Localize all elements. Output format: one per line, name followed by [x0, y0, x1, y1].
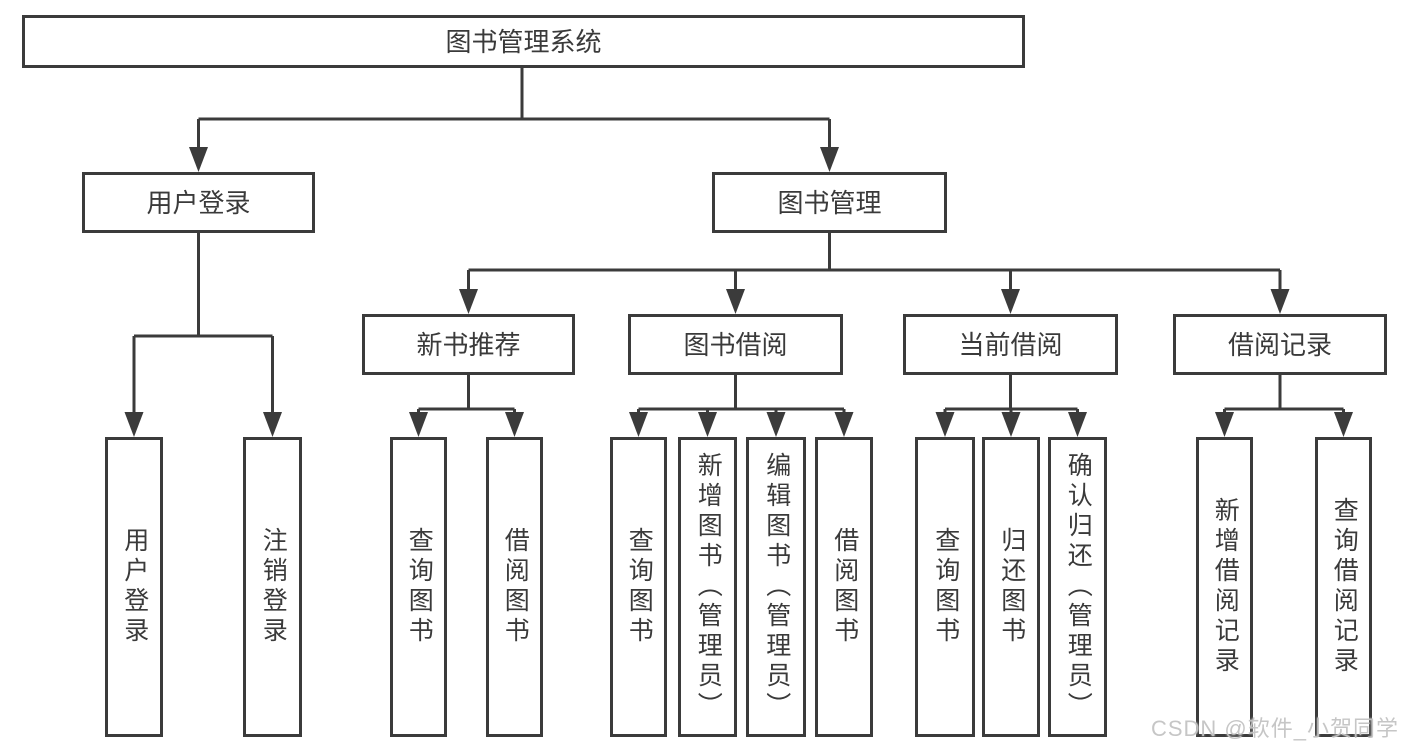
node-label: 确认归还（管理员）	[1064, 452, 1093, 722]
leaf-current-confirm-return-admin: 确认归还（管理员）	[1048, 437, 1107, 737]
leaf-borrow-add-books-admin: 新增图书（管理员）	[678, 437, 737, 737]
node-library-management-system: 图书管理系统	[22, 15, 1025, 68]
node-label: 归还图书	[997, 527, 1026, 647]
node-label: 查询图书	[625, 527, 654, 647]
node-label: 查询图书	[405, 527, 434, 647]
node-label: 新增图书（管理员）	[694, 452, 723, 722]
node-current-borrowing: 当前借阅	[903, 314, 1118, 375]
leaf-records-add-record: 新增借阅记录	[1196, 437, 1253, 737]
node-borrowing-records: 借阅记录	[1173, 314, 1387, 375]
leaf-recommend-query-books: 查询图书	[390, 437, 447, 737]
leaf-logout: 注销登录	[243, 437, 302, 737]
leaf-borrow-query-books: 查询图书	[610, 437, 667, 737]
csdn-watermark: CSDN @软件_小贺同学	[1150, 716, 1399, 741]
leaf-borrow-borrow-books: 借阅图书	[815, 437, 873, 737]
node-book-management: 图书管理	[712, 172, 947, 233]
leaf-recommend-borrow-books: 借阅图书	[486, 437, 543, 737]
node-new-book-recommend: 新书推荐	[362, 314, 575, 375]
leaf-user-login: 用户登录	[105, 437, 163, 737]
leaf-records-query-record: 查询借阅记录	[1315, 437, 1372, 737]
leaf-current-return-books: 归还图书	[982, 437, 1040, 737]
node-label: 查询借阅记录	[1330, 497, 1359, 677]
node-label: 借阅图书	[830, 527, 859, 647]
node-label: 借阅图书	[501, 527, 530, 647]
leaf-borrow-edit-books-admin: 编辑图书（管理员）	[746, 437, 806, 737]
node-label: 编辑图书（管理员）	[762, 452, 791, 722]
node-label: 注销登录	[259, 527, 288, 647]
leaf-current-query-books: 查询图书	[915, 437, 975, 737]
node-user-login: 用户登录	[82, 172, 315, 233]
node-book-borrowing: 图书借阅	[628, 314, 843, 375]
node-label: 新增借阅记录	[1211, 497, 1240, 677]
node-label: 查询图书	[931, 527, 960, 647]
node-label: 用户登录	[120, 527, 149, 647]
arrowheads	[124, 147, 1353, 437]
